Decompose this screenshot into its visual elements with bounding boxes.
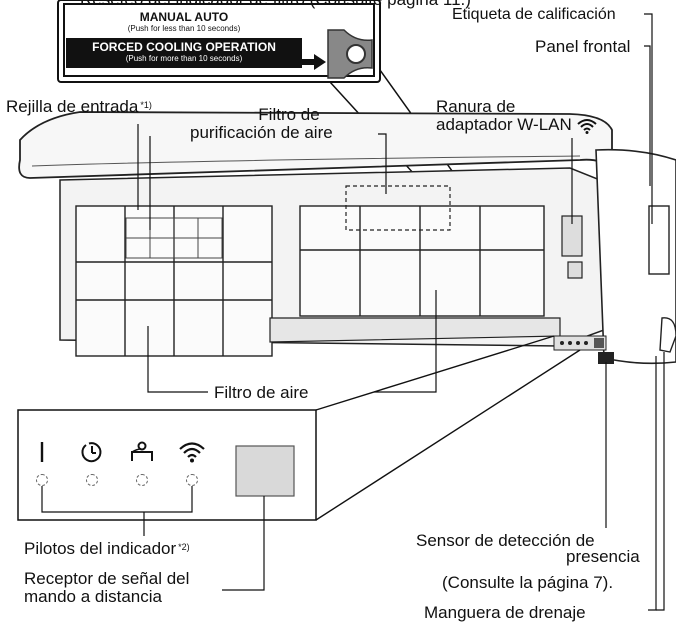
- indicator-lamps-label: Pilotos del indicador*2): [24, 540, 190, 558]
- forced-cooling-block: FORCED COOLING OPERATION (Push for more …: [66, 38, 302, 68]
- arrow-icon: [300, 54, 326, 70]
- drain-hose-label: Manguera de drenaje: [424, 603, 586, 622]
- wlan-slot-label-line1: Ranura de: [436, 97, 516, 116]
- remote-receiver-label-line2: mando a distancia: [24, 587, 162, 606]
- zoom-line: [315, 349, 581, 521]
- air-filter-label: Filtro de aire: [214, 383, 309, 402]
- indicator-lamps-note: *2): [178, 542, 190, 552]
- filter-lamp: [136, 474, 148, 486]
- filter-indicator-reset-label: Reseteo del indicador de filtro (Consult…: [80, 0, 471, 9]
- remote-receiver-label-line1: Receptor de señal del: [24, 569, 190, 588]
- panel-edge: [31, 155, 581, 167]
- forced-cooling-text: FORCED COOLING OPERATION: [92, 40, 276, 54]
- power-lamp: [36, 474, 48, 486]
- right-air-filter: [299, 205, 545, 317]
- wifi-icon: [576, 118, 597, 134]
- timer-lamp: [86, 474, 98, 486]
- purification-filter-label-line1: Filtro de: [258, 105, 320, 124]
- drain-hose-outlet: [659, 317, 676, 353]
- presence-sensor: [598, 352, 614, 364]
- rating-label-label: Etiqueta de calificación: [452, 6, 616, 23]
- wifi-lamp: [186, 474, 198, 486]
- wlan-slot-text: adaptador W-LAN: [436, 115, 572, 134]
- presence-sensor-label-line1: Sensor de detección de: [416, 531, 595, 550]
- remote-receiver-window: [235, 445, 295, 497]
- front-panel-label: Panel frontal: [535, 37, 631, 56]
- forced-cooling-sub-text: (Push for more than 10 seconds): [125, 54, 243, 63]
- leader-lines: [137, 13, 665, 611]
- purification-filter-dashed-area: [345, 185, 451, 231]
- wlan-connector: [567, 261, 583, 279]
- wlan-slot-label-line2: adaptador W-LAN: [436, 116, 597, 134]
- filter-indicator-icon: [127, 440, 157, 468]
- purification-filter-label-line2: purificación de aire: [190, 123, 333, 142]
- power-indicator-icon: [27, 440, 57, 468]
- wifi-indicator-icon: [177, 440, 207, 468]
- indicator-lamps-text: Pilotos del indicador: [24, 539, 177, 558]
- button-label-text: MANUAL AUTO (Push for less than 10 secon…: [66, 8, 302, 72]
- presence-sensor-label-line2: presencia: [566, 547, 640, 566]
- side-front-panel: [595, 148, 676, 365]
- presence-sensor-label-line3: (Consulte la página 7).: [442, 573, 614, 592]
- unit-indicator-strip: [553, 335, 607, 351]
- timer-indicator-icon: [77, 440, 107, 468]
- rating-label-plate: [648, 205, 670, 275]
- manual-auto-sub-text: (Push for less than 10 seconds): [127, 24, 241, 33]
- button-hole: [346, 44, 366, 64]
- intake-grille-text: Rejilla de entrada: [6, 97, 139, 116]
- intake-grille-label: Rejilla de entrada*1): [6, 98, 152, 116]
- zoom-leader-lines: [41, 486, 265, 591]
- intake-grille-note: *1): [140, 100, 152, 110]
- manual-auto-text: MANUAL AUTO: [139, 10, 229, 24]
- zoom-line: [315, 335, 555, 411]
